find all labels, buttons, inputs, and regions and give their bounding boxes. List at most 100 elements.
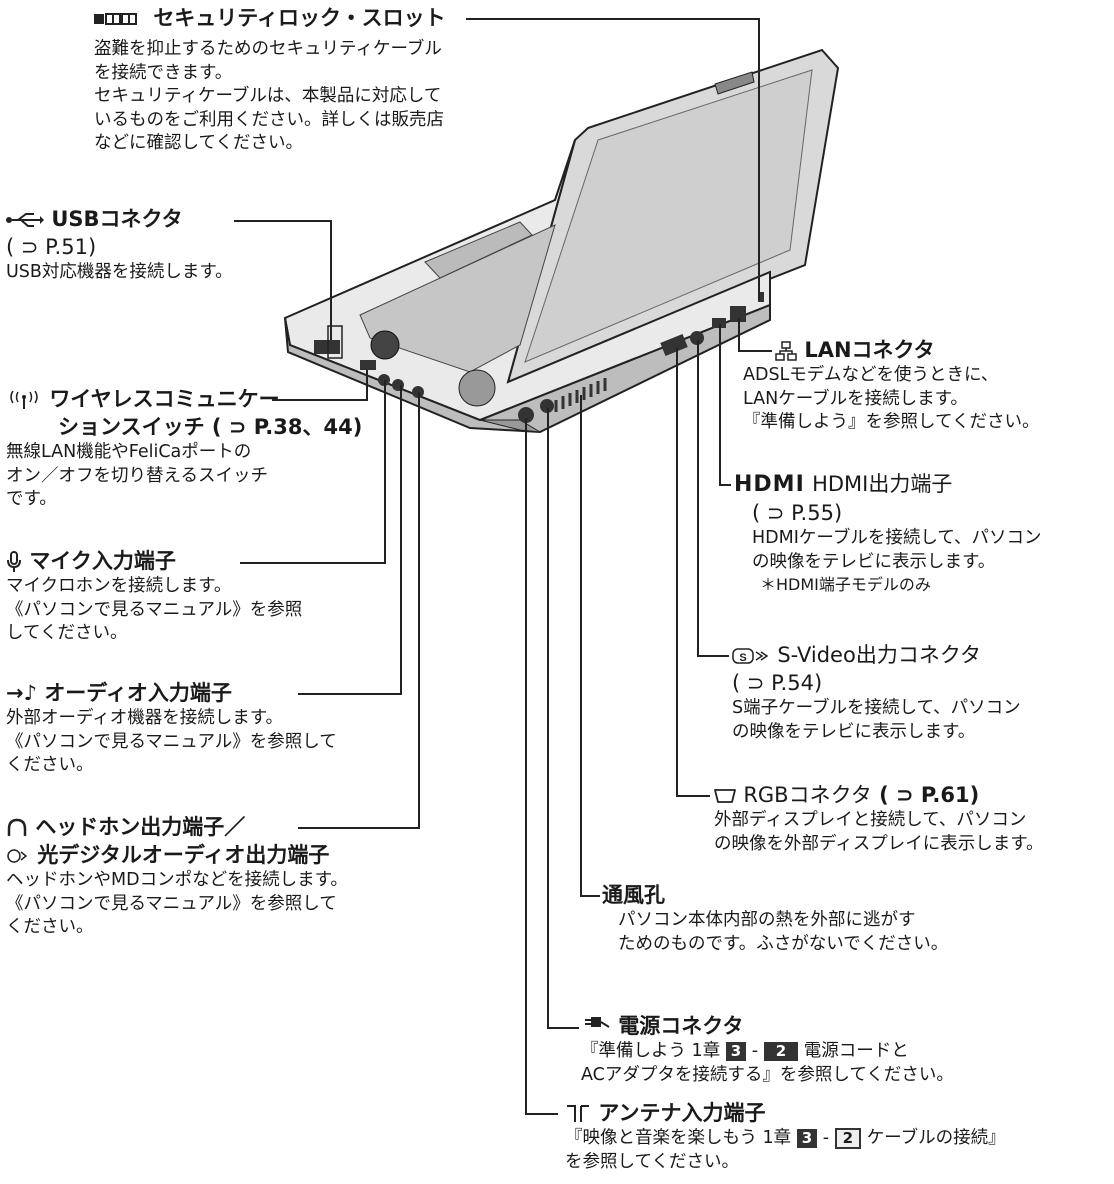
lan-desc-line: ADSLモデムなどを使うときに、 — [743, 365, 999, 385]
leader-usb — [330, 220, 332, 340]
lan-desc-line: LANケーブルを接続します。 — [743, 388, 968, 409]
arrow-ref-icon: ⊃ — [221, 415, 254, 439]
mic-title: マイク入力端子 — [29, 549, 176, 573]
leader-wireless — [272, 399, 368, 401]
leader-audio — [298, 693, 402, 695]
headphone-title-2: 光デジタルオーディオ出力端子 — [37, 843, 330, 867]
vent-desc-line: パソコン本体内部の熱を外部に逃がす — [618, 910, 916, 930]
usb-ref[interactable]: P.51 — [45, 235, 88, 259]
mic-desc-line: してください。 — [6, 623, 128, 643]
leader-vent — [580, 895, 600, 897]
power-title: 電源コネクタ — [618, 1014, 744, 1038]
hdmi-callout: HDMI HDMI出力端子 ( ⊃ P.55) HDMIケーブルを接続して、パソ… — [734, 472, 1042, 594]
vent-desc-line: ためのものです。ふさがないでください。 — [618, 933, 949, 954]
leader-security — [466, 18, 760, 20]
dash: - — [822, 1128, 830, 1148]
leader-headphone — [418, 392, 420, 829]
hdmi-title: HDMI出力端子 — [812, 472, 953, 496]
svideo-icon: S — [732, 648, 769, 664]
headphone-icon — [7, 818, 27, 836]
audio-desc-line: ください。 — [6, 755, 94, 775]
svg-text:S: S — [739, 652, 746, 664]
security-desc-line: セキュリティケーブルは、本製品に対応して — [94, 86, 442, 106]
leader-usb — [234, 220, 332, 222]
hdmi-desc-line: HDMIケーブルを接続して、パソコン — [752, 528, 1042, 548]
svideo-ref[interactable]: P.54 — [771, 671, 814, 695]
security-title: セキュリティロック・スロット — [153, 6, 446, 30]
usb-desc: USB対応機器を接続します。 — [6, 262, 233, 282]
usb-title: USBコネクタ — [51, 207, 183, 231]
rgb-icon — [714, 789, 736, 803]
antenna-callout: アンテナ入力端子 『映像と音楽を楽しもう 1章 3 - 2 ケーブルの接続』 を… — [565, 1099, 1006, 1174]
security-lock-icon — [94, 13, 137, 25]
rgb-callout: RGBコネクタ ( ⊃ P.61) 外部ディスプレイと接続して、パソコン の映像… — [714, 781, 1044, 856]
security-desc-line: いるものをご利用ください。詳しくは販売店 — [94, 109, 444, 130]
section-badge: 2 — [834, 1128, 862, 1149]
leader-vent — [580, 395, 582, 897]
antenna-ref-line2: を参照してください。 — [565, 1151, 739, 1172]
security-desc-line: 盗難を抑止するためのセキュリティケーブル — [94, 39, 442, 59]
rgb-ref[interactable]: P.61 — [920, 783, 970, 807]
leader-hdmi — [719, 484, 731, 486]
mic-callout: マイク入力端子 マイクロホンを接続します。 《パソコンで見るマニュアル》を参照 … — [6, 547, 302, 646]
arrow-ref-icon: ⊃ — [14, 235, 46, 259]
chapter-badge: 3 — [796, 1129, 818, 1148]
leader-power — [547, 408, 549, 1029]
antenna-icon — [567, 1105, 589, 1122]
headphone-desc-line: 《パソコンで見るマニュアル》を参照して — [6, 893, 337, 914]
leader-security — [758, 18, 760, 300]
leader-antenna — [525, 418, 527, 1115]
leader-antenna — [525, 1113, 558, 1115]
audio-desc-line: 外部オーディオ機器を接続します。 — [6, 708, 284, 728]
wireless-desc-line: オン／オフを切り替えるスイッチ — [6, 465, 268, 486]
power-callout: 電源コネクタ 『準備しよう 1章 3 - 2 電源コードと ACアダプタを接続す… — [581, 1012, 954, 1087]
chapter-badge: 3 — [725, 1042, 747, 1061]
security-lock-callout: セキュリティロック・スロット 盗難を抑止するためのセキュリティケーブル を接続で… — [94, 4, 446, 156]
svideo-desc-line: S端子ケーブルを接続して、パソコン — [732, 698, 1021, 718]
security-desc-line: などに確認してください。 — [94, 133, 303, 153]
power-ref-prefix: 『準備しよう 1章 — [581, 1041, 721, 1061]
leader-svideo — [697, 340, 699, 657]
leader-hdmi — [719, 324, 721, 486]
audio-in-icon: →♪ — [6, 681, 37, 705]
wireless-icon — [10, 391, 38, 409]
hdmi-ref[interactable]: P.55 — [791, 501, 834, 525]
svideo-callout: S S-Video出力コネクタ ( ⊃ P.54) S端子ケーブルを接続して、パ… — [732, 641, 1021, 744]
svideo-desc-line: の映像をテレビに表示します。 — [732, 721, 976, 742]
headphone-title-1: ヘッドホン出力端子／ — [35, 815, 246, 839]
audio-in-title: オーディオ入力端子 — [44, 681, 232, 705]
leader-audio — [400, 385, 402, 695]
leader-mic — [240, 562, 386, 564]
leader-rgb — [676, 348, 678, 797]
optical-out-icon — [7, 849, 28, 863]
antenna-title: アンテナ入力端子 — [598, 1101, 766, 1125]
rgb-desc-line: 外部ディスプレイと接続して、パソコン — [714, 810, 1027, 830]
hdmi-desc-line: の映像をテレビに表示します。 — [752, 551, 996, 572]
mic-desc-line: 《パソコンで見るマニュアル》を参照 — [6, 599, 303, 620]
headphone-desc-line: ヘッドホンやMDコンポなどを接続します。 — [6, 870, 348, 890]
wireless-ref[interactable]: P.38、44 — [253, 415, 353, 439]
wireless-callout: ワイヤレスコミュニケー ションスイッチ ( ⊃ P.38、44) 無線LAN機能… — [6, 385, 362, 512]
wireless-desc-line: 無線LAN機能やFeliCaポートの — [6, 442, 252, 462]
section-badge: 2 — [763, 1042, 799, 1061]
rgb-title: RGBコネクタ — [743, 783, 872, 807]
antenna-ref-prefix: 『映像と音楽を楽しもう 1章 — [565, 1128, 792, 1148]
headphone-desc-line: ください。 — [6, 917, 94, 937]
vent-callout: 通風孔 パソコン本体内部の熱を外部に逃がす ためのものです。ふさがないでください… — [602, 881, 948, 956]
dash: - — [751, 1041, 759, 1061]
headphone-callout: ヘッドホン出力端子／ 光デジタルオーディオ出力端子 ヘッドホンやMDコンポなどを… — [6, 813, 348, 940]
power-ref-suffix: 電源コードと — [803, 1041, 909, 1061]
vent-title: 通風孔 — [602, 883, 665, 907]
usb-callout: USBコネクタ ( ⊃ P.51) USB対応機器を接続します。 — [6, 205, 233, 285]
lan-desc-line: 『準備しよう』を参照してください。 — [743, 412, 1040, 432]
leader-svideo — [697, 655, 729, 657]
audio-in-callout: →♪ オーディオ入力端子 外部オーディオ機器を接続します。 《パソコンで見るマニ… — [6, 679, 337, 778]
leader-wireless — [366, 370, 368, 401]
leader-power — [547, 1027, 579, 1029]
wireless-title-1: ワイヤレスコミュニケー — [49, 387, 280, 411]
power-plug-icon — [585, 1017, 610, 1028]
lan-icon — [775, 341, 797, 361]
hdmi-logo: HDMI — [734, 472, 805, 497]
hdmi-note: ＊HDMI端子モデルのみ — [760, 575, 931, 594]
